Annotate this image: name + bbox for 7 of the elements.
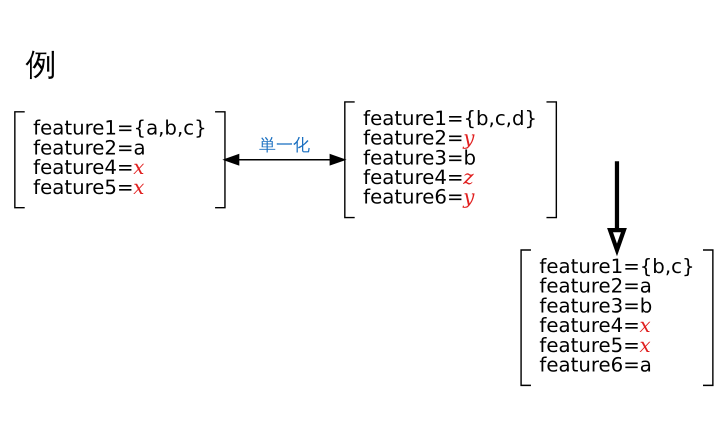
node-text: feature1={a,b,c} feature2=a feature4=x feature5=x — [33, 116, 207, 198]
diagram-title: 例 — [25, 46, 56, 83]
node-text: feature1={b,c} feature2=a feature3=b feature4=x feature5=x feature6=a — [539, 254, 695, 376]
node-text: feature1={b,c,d} feature2=y feature3=b feature4=z feature6=y — [363, 106, 538, 208]
arrow — [607, 160, 627, 256]
edge-label: 単一化 — [259, 134, 310, 154]
arrow — [222, 153, 347, 166]
